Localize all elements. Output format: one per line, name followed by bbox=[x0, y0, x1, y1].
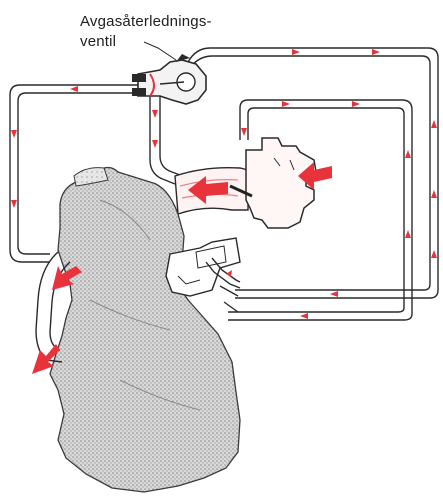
egr-valve-label-line2: ventil bbox=[80, 32, 212, 52]
marker-mid-top-1 bbox=[282, 101, 290, 107]
marker-connector bbox=[226, 270, 232, 277]
marker-mid-right-2 bbox=[405, 230, 411, 238]
marker-right-3 bbox=[431, 250, 437, 258]
marker-mid-bottom bbox=[300, 313, 308, 319]
marker-mid-vert bbox=[241, 128, 247, 136]
marker-top-2 bbox=[372, 49, 380, 55]
marker-left-2 bbox=[11, 200, 17, 208]
marker-left-1 bbox=[11, 130, 17, 138]
marker-bottom-1 bbox=[330, 291, 338, 297]
marker-valve-down-1 bbox=[152, 110, 158, 118]
egr-valve-label: Avgasåterlednings- ventil bbox=[80, 12, 212, 52]
marker-right-1 bbox=[431, 120, 437, 128]
marker-right-2 bbox=[431, 190, 437, 198]
marker-mid-right-1 bbox=[405, 150, 411, 158]
marker-valve-down-2 bbox=[152, 140, 158, 148]
marker-top-1 bbox=[292, 49, 300, 55]
egr-valve-label-line1: Avgasåterlednings- bbox=[80, 13, 212, 30]
engine-block bbox=[50, 168, 240, 493]
marker-left-top bbox=[70, 86, 78, 92]
marker-mid-top-2 bbox=[352, 101, 360, 107]
